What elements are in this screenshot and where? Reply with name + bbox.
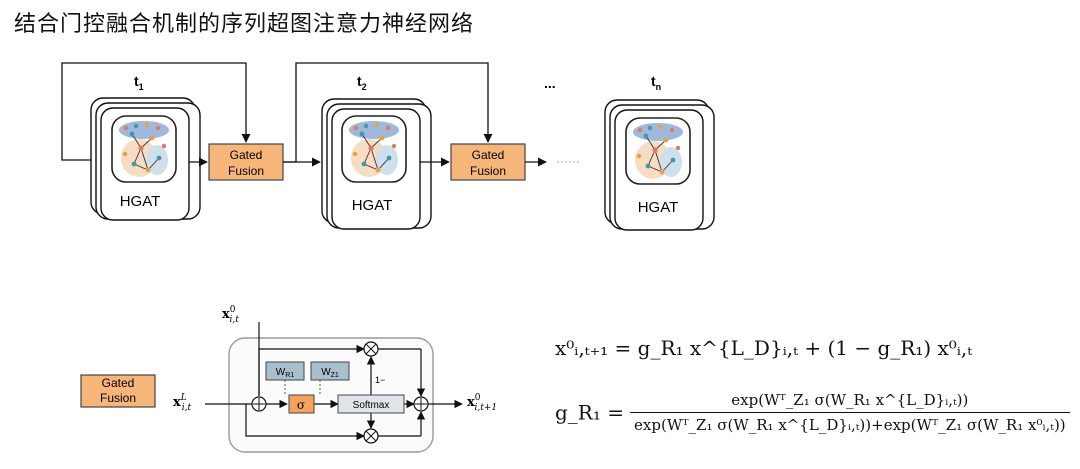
plus-operator-left	[251, 396, 267, 412]
equation-gate-numerator: exp(Wᵀ_Z₁ σ(W_R₁ x^{L_D}ᵢ,ₜ))	[630, 391, 1070, 413]
svg-text:Gated: Gated	[472, 148, 505, 162]
equation-gate-denominator: exp(Wᵀ_Z₁ σ(W_R₁ x^{L_D}ᵢ,ₜ))+exp(Wᵀ_Z₁ …	[634, 416, 1066, 434]
w-z-box: WZ1	[310, 361, 350, 381]
one-minus-label: 1−	[375, 375, 385, 385]
hgat-stack-2	[321, 98, 432, 230]
hgat-label: HGAT	[352, 197, 393, 214]
hgat-label: HGAT	[120, 193, 161, 210]
svg-text:Fusion: Fusion	[100, 391, 136, 405]
detail-connectors	[205, 322, 463, 441]
ellipsis-top: ...	[544, 75, 556, 91]
equation-gate-lhs: g_R₁ =	[555, 400, 624, 425]
hgat-stack-n	[604, 99, 715, 231]
hypergraph-icon	[341, 115, 407, 183]
svg-text:σ: σ	[297, 398, 305, 412]
svg-text:Softmax: Softmax	[353, 400, 390, 411]
time-label-2: t2	[357, 73, 367, 92]
hypergraph-icon	[111, 115, 177, 183]
svg-text:WR1: WR1	[276, 367, 295, 379]
gated-fusion-box-1: Gated Fusion	[208, 143, 284, 181]
svg-text:Fusion: Fusion	[228, 164, 264, 178]
svg-text:Fusion: Fusion	[470, 164, 506, 178]
w-r-box: WR1	[265, 361, 305, 381]
times-operator-top	[363, 341, 379, 357]
sigma-box: σ	[288, 394, 315, 414]
hgat-label: HGAT	[638, 199, 679, 216]
svg-text:Gated: Gated	[102, 376, 135, 390]
plus-operator-right	[413, 396, 429, 412]
equation-update: x⁰ᵢ,ₜ₊₁ = g_R₁ x^{L_D}ᵢ,ₜ + (1 − g_R₁) x…	[555, 336, 973, 360]
hypergraph-icon	[625, 117, 691, 185]
ellipsis-mid: ······	[556, 154, 580, 168]
slide-title: 结合门控融合机制的序列超图注意力神经网络	[14, 12, 475, 37]
svg-text:WZ1: WZ1	[321, 367, 339, 379]
times-operator-bottom	[363, 428, 379, 444]
gated-fusion-box-2: Gated Fusion	[450, 143, 526, 181]
gated-fusion-legend: Gated Fusion	[80, 374, 156, 408]
time-label-n: tn	[651, 73, 661, 92]
softmax-box: Softmax	[337, 394, 405, 414]
svg-text:Gated: Gated	[230, 148, 263, 162]
equation-gate: g_R₁ = exp(Wᵀ_Z₁ σ(W_R₁ x^{L_D}ᵢ,ₜ)) exp…	[555, 391, 1070, 434]
hgat-stack-1	[90, 97, 201, 221]
dashed-links	[284, 380, 321, 396]
time-label-1: t1	[134, 73, 144, 92]
top-connectors	[61, 62, 547, 167]
